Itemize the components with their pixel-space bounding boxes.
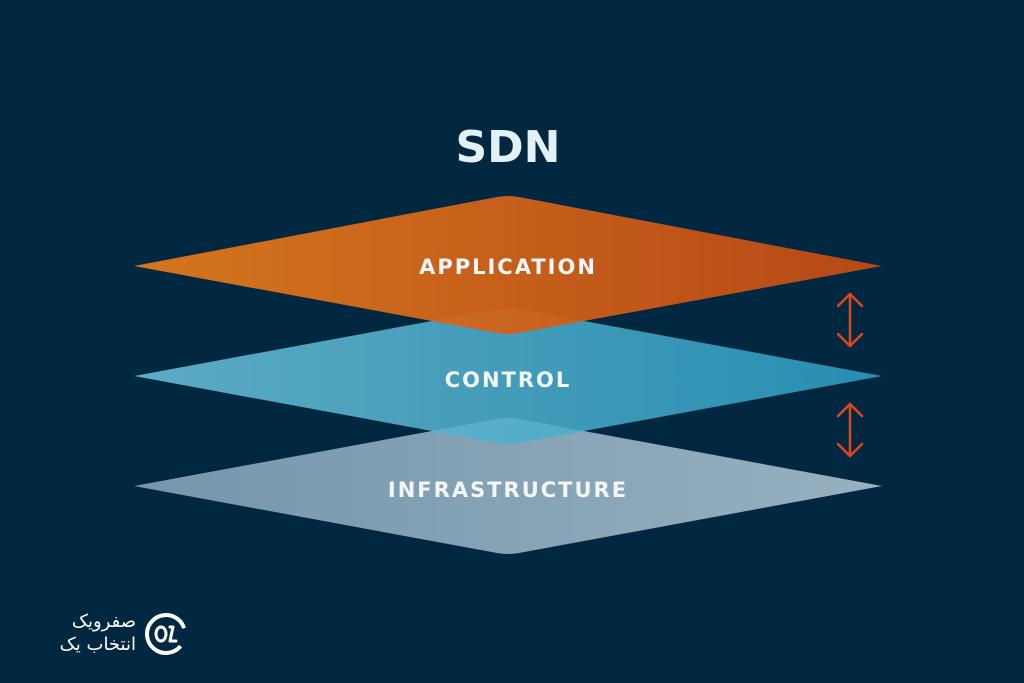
application-label: APPLICATION (419, 255, 597, 279)
brand-logo: صفرویک انتخاب یک (24, 604, 204, 664)
brand-name-line1: صفرویک (71, 611, 136, 632)
brand-name-line2: انتخاب یک (59, 634, 136, 655)
01-ring-icon (145, 613, 187, 655)
double-arrow-icon (836, 402, 864, 458)
control-layer (134, 308, 882, 444)
control-label: CONTROL (445, 368, 572, 392)
diagram-title: SDN (455, 122, 560, 173)
brand-logo-text: صفرویک انتخاب یک (24, 610, 136, 656)
infrastructure-label: INFRASTRUCTURE (388, 478, 628, 502)
double-arrow-icon (836, 292, 864, 348)
infrastructure-layer (134, 418, 882, 554)
application-layer (134, 196, 882, 334)
